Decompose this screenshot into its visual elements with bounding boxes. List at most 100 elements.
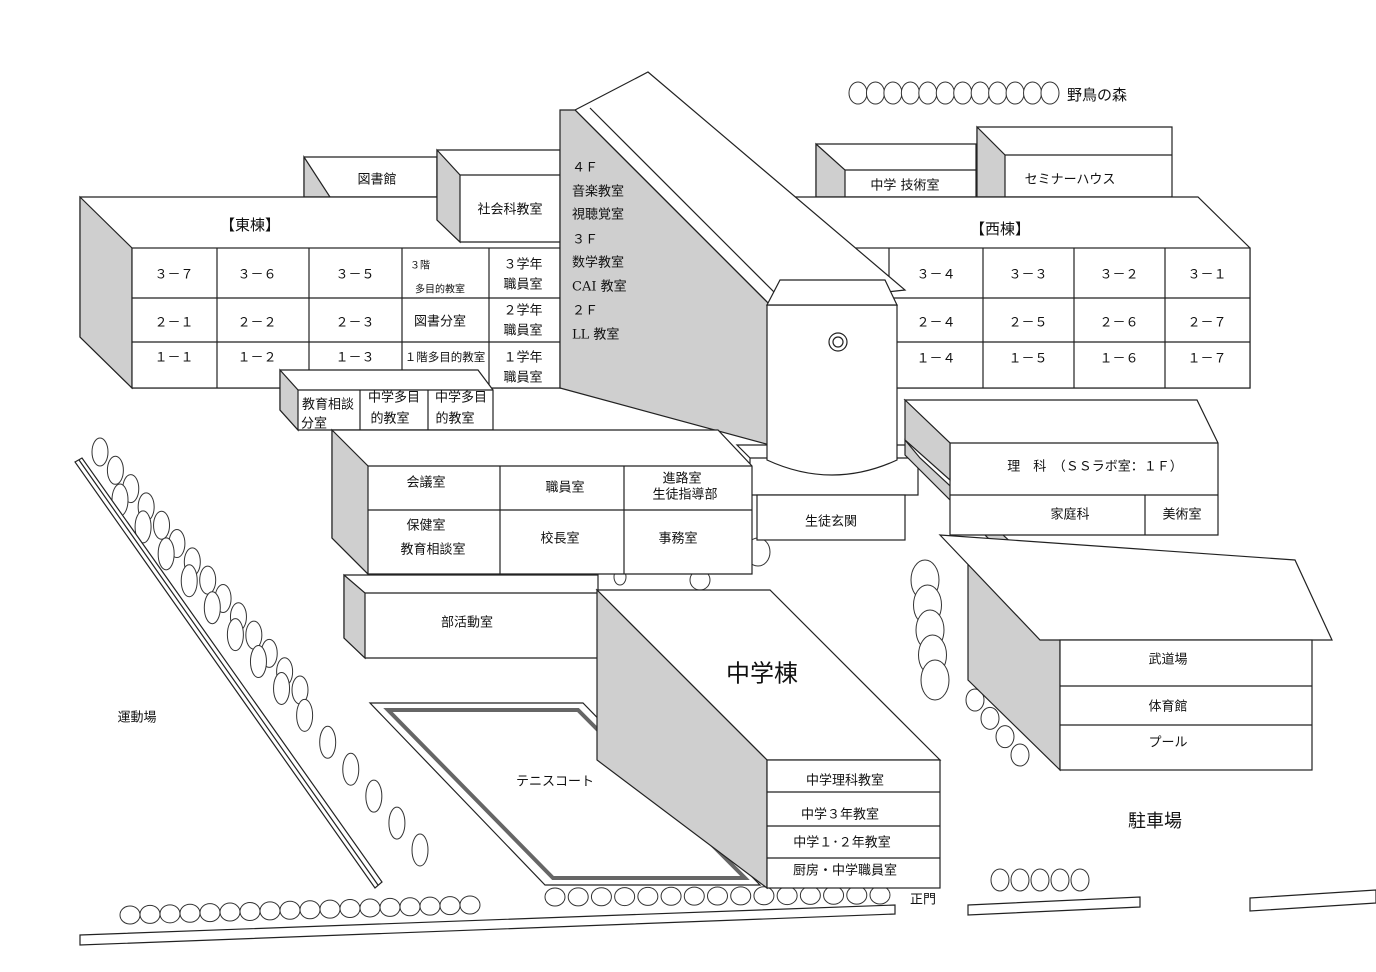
tree-icon — [134, 510, 152, 544]
tree-icon — [953, 81, 973, 105]
room: ３－５ — [335, 268, 374, 283]
science-room-label: 理 科 （ＳＳラボ室：１Ｆ） — [1007, 459, 1183, 475]
room: 多目的教室 — [415, 283, 465, 296]
seminar-house-label: セミナーハウス — [1025, 173, 1116, 188]
tree-icon — [1050, 868, 1070, 892]
room: ２－６ — [1099, 316, 1138, 331]
tree-icon — [707, 886, 728, 906]
social-studies-label: 社会科教室 — [477, 202, 542, 218]
tree-icon — [865, 81, 885, 105]
room: ３－１ — [1187, 268, 1226, 283]
tower-floor: ２Ｆ — [572, 304, 598, 319]
tree-icon — [730, 886, 752, 906]
tree-icon — [920, 659, 950, 701]
room: 生徒指導部 — [652, 488, 717, 503]
room: 保健室 — [406, 518, 445, 534]
counseling-annex: 教育相談 分室 中学多目 的教室 中学多目 的教室 — [279, 368, 494, 432]
tower-room: LL 教室 — [572, 327, 619, 343]
tree-icon — [990, 868, 1010, 892]
room: １－４ — [916, 352, 955, 367]
room: ２－７ — [1187, 316, 1226, 331]
tree-icon — [179, 903, 201, 923]
tower-floor: ４Ｆ — [572, 161, 598, 176]
tree-icon — [1023, 81, 1043, 105]
room: 職員室 — [545, 480, 584, 496]
room: 厨房・中学職員室 — [793, 863, 897, 879]
tree-icon — [918, 81, 938, 105]
tree-icon — [980, 706, 1000, 730]
west-wing-title: 【西棟】 — [970, 220, 1030, 238]
tree-icon — [199, 903, 221, 923]
room: 的教室 — [435, 411, 474, 427]
tech-room-label: 中学 技術室 — [870, 178, 939, 194]
tree-icon — [823, 885, 845, 905]
tree-icon — [299, 900, 321, 920]
tree-icon — [119, 905, 141, 925]
room: ２－１ — [154, 316, 193, 331]
tree-icon — [753, 886, 775, 906]
pool-label: プール — [1148, 736, 1187, 751]
tree-icon — [379, 897, 401, 917]
club-room-label: 部活動室 — [441, 615, 493, 631]
tree-icon — [567, 887, 589, 907]
room: ２－５ — [1008, 316, 1047, 331]
tower-floor: ３Ｆ — [572, 233, 598, 248]
room: 職員室 — [503, 323, 542, 339]
tree-icon — [279, 900, 301, 920]
tree-icon — [411, 833, 429, 867]
main-gate-label: 正門 — [910, 893, 936, 908]
tree-icon — [226, 618, 244, 652]
tree-icon — [995, 725, 1015, 749]
fences — [74, 457, 1376, 946]
tree-icon — [988, 81, 1008, 105]
tree-icon — [139, 904, 161, 924]
room: ２－３ — [335, 316, 374, 331]
tree-icon — [106, 455, 124, 485]
tree-icon — [359, 898, 381, 918]
art-room-label: 美術室 — [1162, 507, 1201, 523]
tree-icon — [544, 887, 566, 907]
library-label: 図書館 — [357, 173, 396, 188]
room: 教育相談 — [302, 397, 354, 413]
room: 中学理科教室 — [806, 773, 884, 789]
room: １－２ — [237, 351, 276, 366]
room: 教育相談室 — [400, 542, 465, 558]
room: １学年 — [503, 350, 542, 366]
tree-icon — [590, 887, 612, 907]
tree-icon — [1010, 743, 1030, 767]
tower-room: 音楽教室 — [572, 184, 624, 200]
room: ３－３ — [1008, 268, 1047, 283]
room: ３－４ — [916, 268, 955, 283]
tree-icon — [273, 671, 291, 705]
tree-icon — [159, 904, 181, 924]
junior-high-building: 中学棟 中学理科教室 中学３年教室 中学１･２年教室 厨房・中学職員室 — [595, 588, 942, 890]
tower-room: CAI 教室 — [572, 279, 627, 295]
tree-icon — [1030, 868, 1050, 892]
tree-icon — [869, 885, 891, 905]
tree-icon — [319, 899, 341, 919]
tree-icon — [91, 437, 109, 467]
tree-icon — [614, 887, 636, 907]
tree-icon — [199, 565, 217, 595]
central-tower: ４Ｆ 音楽教室 視聴覚室 ３Ｆ 数学教室 CAI 教室 ２Ｆ LL 教室 — [559, 71, 907, 446]
room: 中学多目 — [435, 390, 487, 406]
room: １－７ — [1187, 352, 1226, 367]
room: 中学３年教室 — [801, 807, 879, 823]
tennis-court-label: テニスコート — [516, 775, 594, 790]
room: １－６ — [1099, 352, 1138, 367]
tree-icon — [342, 752, 360, 786]
tree-icon — [1040, 81, 1060, 105]
tree-icon — [776, 886, 798, 906]
social-studies-building: 社会科教室 — [436, 148, 561, 244]
room: 進路室 — [662, 471, 701, 487]
gym-building: 武道場 体育館 プール — [938, 534, 1333, 772]
room: ３階 — [410, 260, 430, 272]
room: 校長室 — [540, 531, 579, 547]
tree-icon — [683, 886, 705, 906]
room: ２－２ — [237, 316, 276, 331]
tree-icon — [399, 897, 421, 917]
room: １階多目的教室 — [405, 350, 486, 364]
tree-icon — [245, 620, 263, 650]
room: ２学年 — [503, 303, 542, 319]
admin-building: 会議室 職員室 進路室 生徒指導部 保健室 教育相談室 校長室 事務室 — [331, 428, 753, 576]
